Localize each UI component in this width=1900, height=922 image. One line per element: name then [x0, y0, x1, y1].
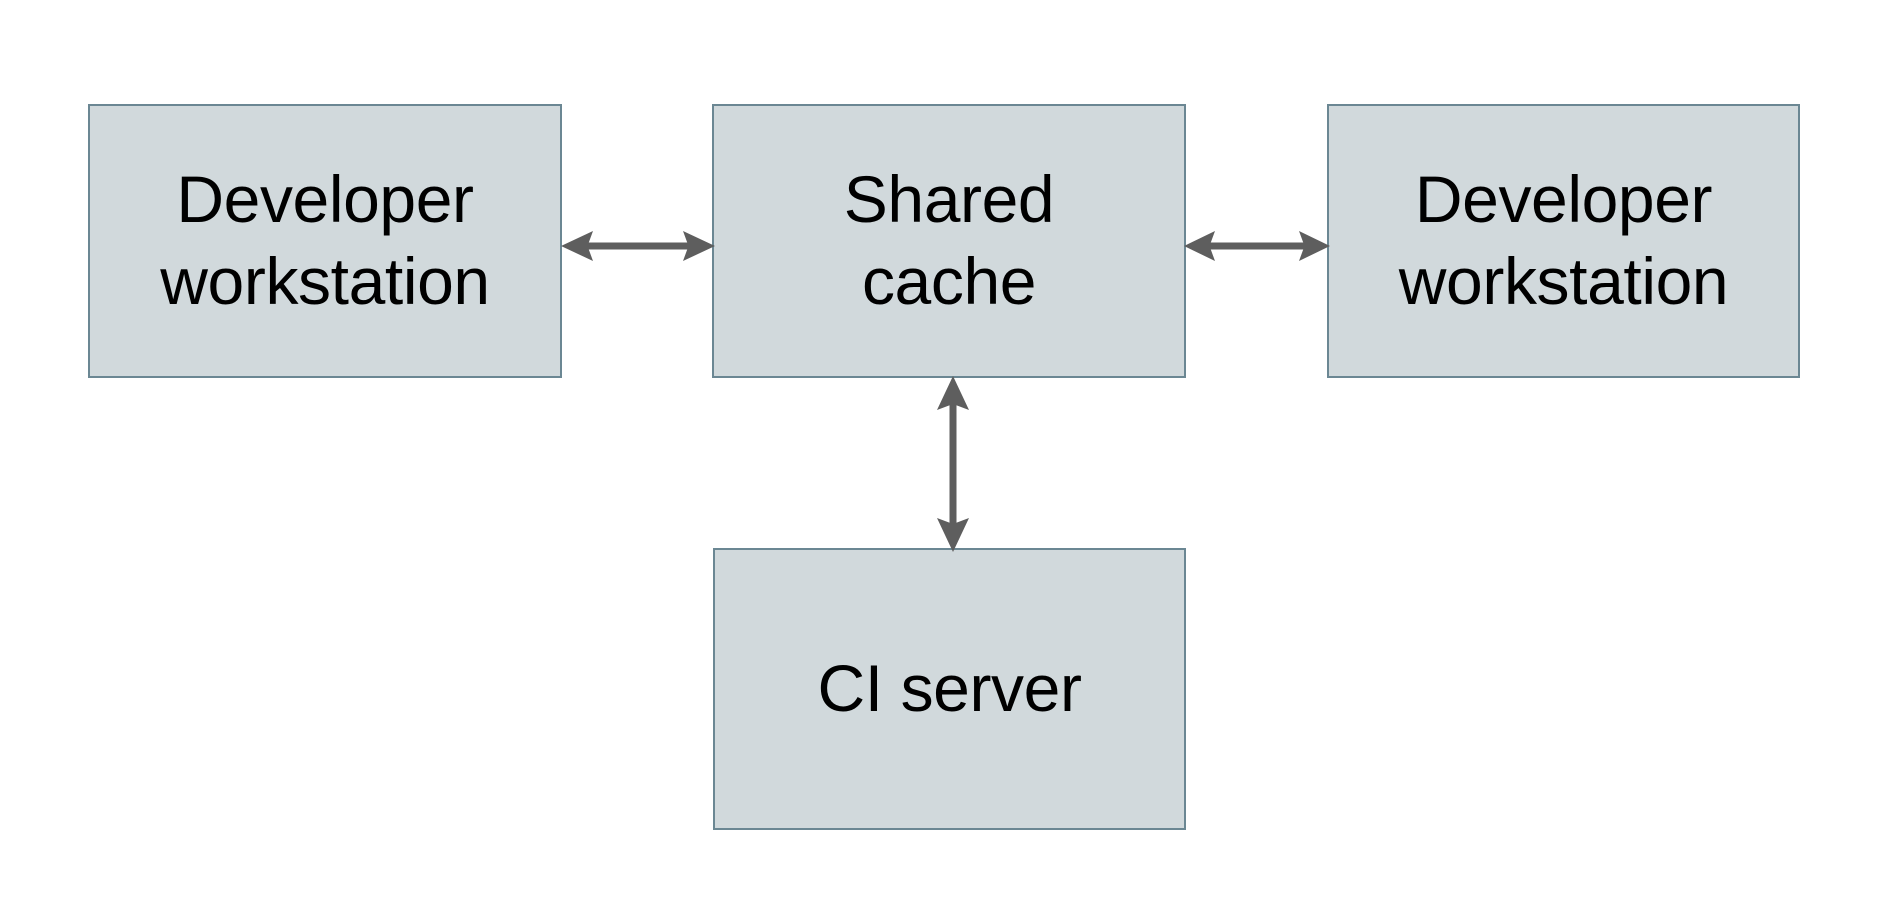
node-shared-cache[interactable]: Shared cache	[712, 104, 1186, 378]
edge-dev-left-to-shared-cache[interactable]	[560, 215, 716, 277]
node-developer-workstation-left[interactable]: Developer workstation	[88, 104, 562, 378]
double-arrow-icon	[937, 376, 969, 552]
double-arrow-icon	[1184, 231, 1330, 261]
node-label: Developer workstation	[160, 162, 490, 318]
double-arrow-icon	[561, 231, 715, 261]
node-label: Shared cache	[843, 162, 1055, 318]
node-label: CI server	[817, 651, 1082, 726]
node-developer-workstation-right[interactable]: Developer workstation	[1327, 104, 1800, 378]
edge-shared-cache-to-ci-server[interactable]	[920, 375, 986, 553]
node-ci-server[interactable]: CI server	[713, 548, 1186, 830]
node-label: Developer workstation	[1398, 162, 1729, 318]
edge-shared-cache-to-dev-right[interactable]	[1183, 215, 1331, 277]
